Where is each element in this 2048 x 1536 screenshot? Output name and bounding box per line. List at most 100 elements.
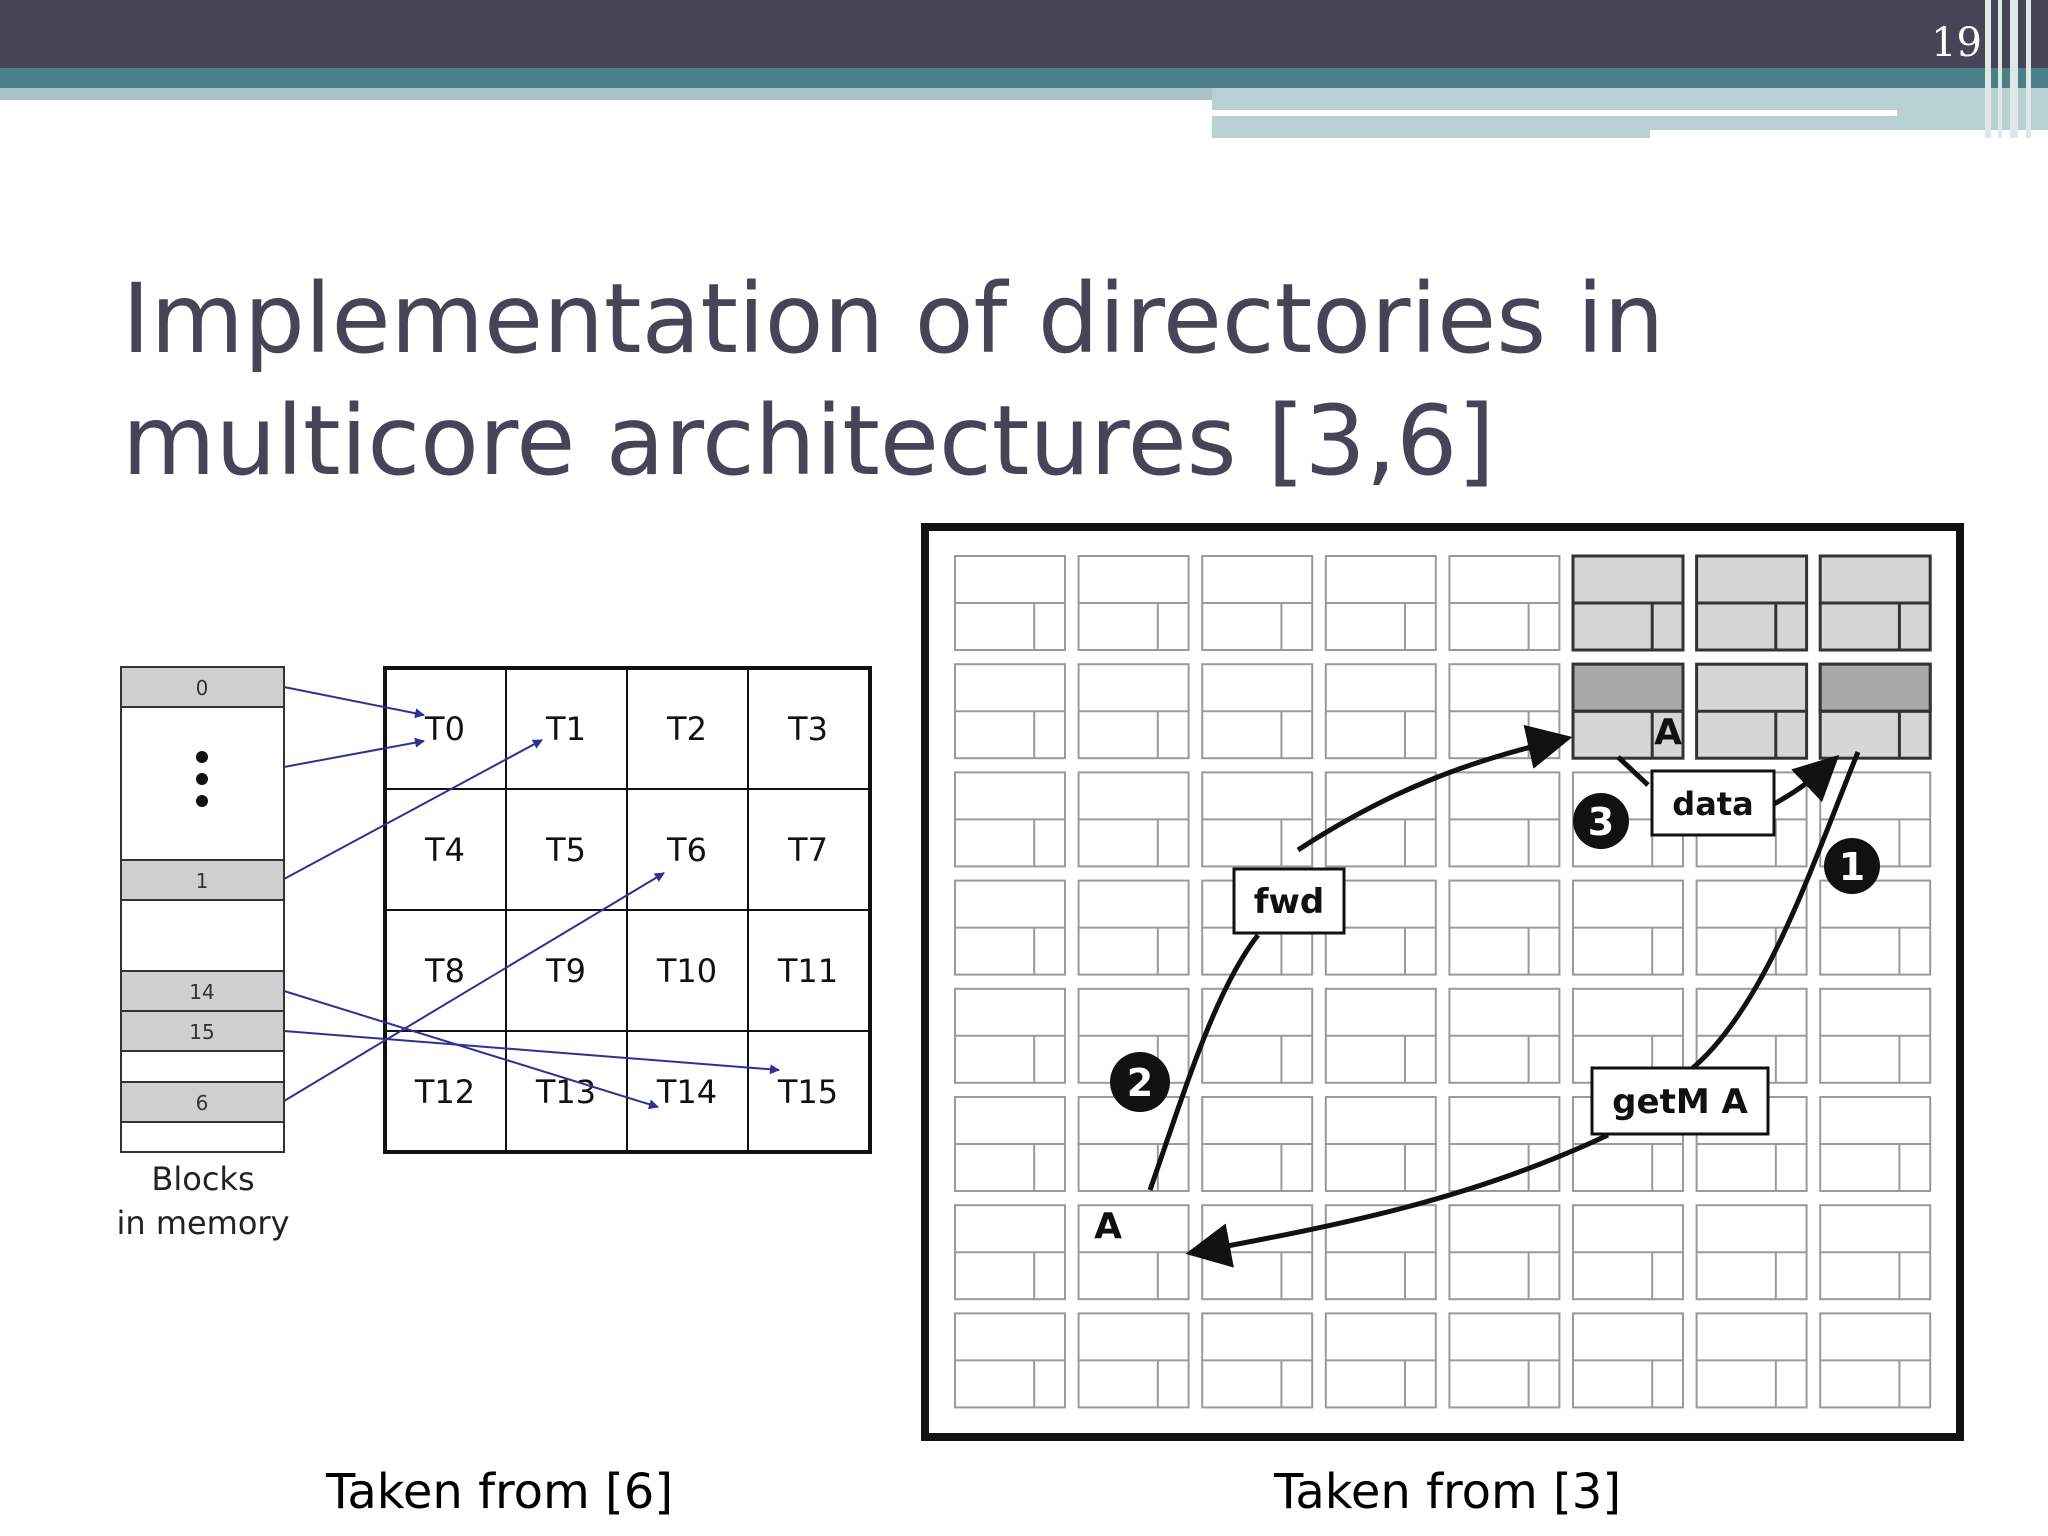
core-tile [1695, 1312, 1808, 1409]
getm-label-box [1590, 1066, 1770, 1136]
core-tile [1448, 771, 1561, 868]
step-badge-1 [1824, 838, 1880, 894]
block-label-home: A [1094, 1206, 1122, 1247]
tile-label: T1 [545, 710, 586, 748]
core-tile [1324, 987, 1437, 1084]
core-tile [1324, 555, 1437, 651]
memory-label: 1 [196, 869, 209, 893]
tile-label: T11 [777, 952, 838, 990]
header-vertical-stripe [2026, 0, 2031, 138]
caption-left: Taken from [6] [326, 1464, 674, 1520]
core-tile [1324, 663, 1437, 760]
memory-label: 6 [196, 1091, 209, 1115]
data-arrow-segment [1616, 755, 1650, 787]
caption-right: Taken from [3] [1274, 1464, 1622, 1520]
core-tile [1077, 1096, 1190, 1192]
memory-block-15 [120, 1010, 285, 1052]
core-tile [1448, 1312, 1561, 1409]
tile-label: T2 [666, 710, 707, 748]
tile-label: T14 [656, 1073, 717, 1111]
core-tile [954, 771, 1066, 868]
memory-label: 0 [196, 676, 209, 700]
tile-label: T9 [545, 952, 586, 990]
core-tile [1572, 879, 1684, 976]
core-tile [954, 1096, 1066, 1192]
core-tile [1077, 1204, 1190, 1301]
header-vertical-stripe [1985, 0, 1991, 138]
core-tile [1818, 662, 1932, 760]
core-tile [1818, 554, 1932, 652]
core-tile [1448, 555, 1561, 651]
core-tile [1819, 879, 1932, 976]
core-tile [954, 1204, 1066, 1301]
core-tile [1819, 1312, 1932, 1409]
header-vertical-stripe [2010, 0, 2018, 138]
core-tile-grid [954, 554, 1932, 1409]
header-white-line [1212, 110, 1897, 116]
core-tile [1324, 1096, 1437, 1192]
ellipsis-dot [196, 751, 208, 763]
tile-label: T7 [787, 831, 828, 869]
core-tile [1819, 987, 1932, 1084]
mapping-arrow [283, 990, 659, 1110]
getm-label: getM A [1612, 1082, 1748, 1122]
core-tile [1695, 662, 1809, 760]
memory-block-0 [120, 666, 285, 708]
mapping-arrow [283, 737, 425, 768]
core-tile [1201, 1204, 1314, 1301]
data-label: data [1672, 785, 1753, 823]
tile-label: T4 [424, 831, 465, 869]
memory-caption-line-2: in memory [116, 1204, 289, 1242]
core-tile [1201, 1312, 1314, 1409]
multicore-figure: fwd data getM A A A 1 2 3 [921, 523, 1964, 1441]
core-tile [1448, 879, 1561, 976]
step-number: 2 [1127, 1061, 1153, 1105]
core-tile [1201, 771, 1314, 868]
core-tile [954, 879, 1066, 976]
core-tile [1324, 1312, 1437, 1409]
core-tile [1077, 771, 1190, 868]
slide-title: Implementation of directories in multico… [122, 258, 1922, 502]
memory-block-1 [120, 859, 285, 901]
header-band [0, 0, 2048, 68]
core-tile [1201, 555, 1314, 651]
step-badge-2 [1110, 1052, 1170, 1112]
core-tile [1077, 555, 1190, 651]
core-tile [1077, 1312, 1190, 1409]
data-arrow [1770, 754, 1840, 808]
ellipsis-dot [196, 773, 208, 785]
ellipsis-dot [196, 795, 208, 807]
header-vertical-stripe [1998, 0, 2002, 138]
fwd-arrow-segment [1147, 933, 1260, 1191]
header-teal-band [0, 68, 2048, 88]
tile-label: T8 [424, 952, 465, 990]
tile-label: T15 [777, 1073, 838, 1111]
header-white-line-lower [1650, 130, 2048, 138]
mapping-arrow [283, 739, 543, 880]
header-light-band-left [0, 88, 1212, 100]
tile-label: T12 [414, 1073, 475, 1111]
core-tile [954, 987, 1066, 1084]
mapping-arrow [283, 686, 425, 719]
title-line-2: multicore architectures [3,6] [122, 385, 1495, 497]
core-tile [954, 555, 1066, 651]
core-tile [1077, 663, 1190, 760]
core-tile [1819, 1096, 1932, 1192]
core-tile [1571, 554, 1685, 652]
core-tile [1201, 663, 1314, 760]
core-tile [1571, 662, 1685, 760]
mapping-arrows [283, 686, 780, 1110]
core-tile [1695, 1204, 1808, 1301]
slide-number: 19 [1931, 20, 1982, 66]
tile-grid: T0 T1 T2 T3 T4 T5 T6 T7 T8 T9 T10 T11 T1… [383, 666, 872, 1154]
core-tile [954, 663, 1066, 760]
fwd-arrow [1296, 724, 1573, 853]
memory-label: 14 [189, 980, 214, 1004]
core-tile [1448, 1204, 1561, 1301]
mapping-arrow [283, 1030, 780, 1075]
block-label-requester: A [1654, 712, 1682, 753]
memory-block-6 [120, 1081, 285, 1123]
step-number: 1 [1839, 845, 1865, 889]
core-tile [1324, 1204, 1437, 1301]
